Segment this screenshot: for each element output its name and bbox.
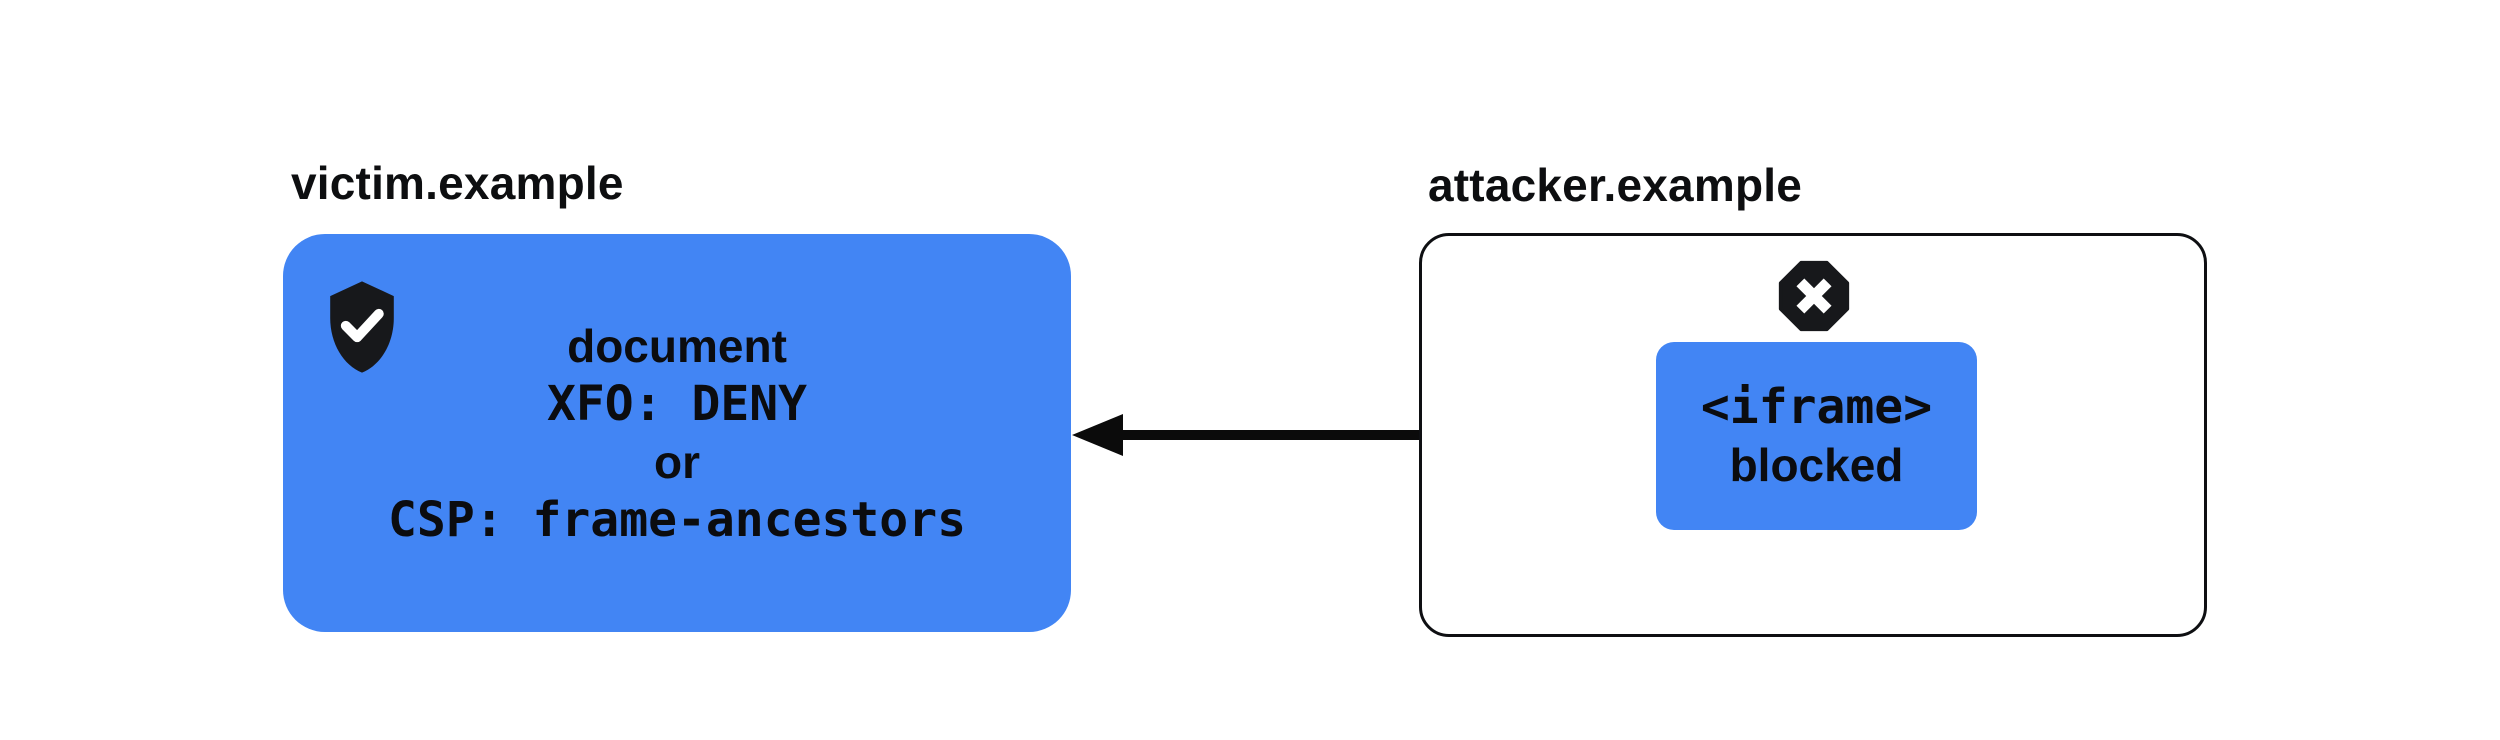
octagon-x-icon bbox=[1776, 258, 1852, 334]
victim-card-line: CSP: frame-ancestors bbox=[388, 492, 966, 548]
victim-card-line: document bbox=[567, 320, 787, 372]
iframe-card-line: blocked bbox=[1729, 439, 1904, 491]
victim-card-line: or bbox=[654, 436, 700, 488]
victim-document-card: document XFO: DENY or CSP: frame-ancesto… bbox=[283, 234, 1071, 632]
iframe-card-line: <iframe> bbox=[1700, 379, 1933, 435]
attacker-page-frame: <iframe> blocked bbox=[1419, 233, 2207, 637]
shield-check-icon bbox=[323, 279, 401, 375]
victim-card-line: XFO: DENY bbox=[546, 376, 808, 432]
victim-domain-label: victim.example bbox=[291, 157, 624, 209]
attacker-domain-label: attacker.example bbox=[1428, 159, 1803, 211]
blocked-iframe-card: <iframe> blocked bbox=[1656, 342, 1977, 530]
